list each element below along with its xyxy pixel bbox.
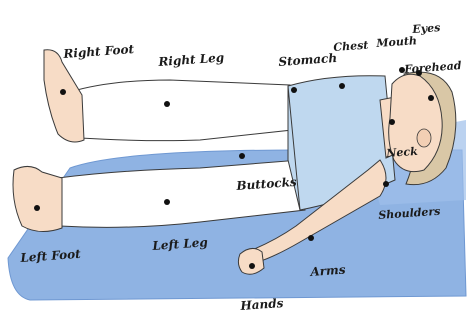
left-foot: [13, 166, 62, 231]
dot-neck: [389, 119, 395, 125]
label-left-leg: Left Leg: [152, 236, 208, 252]
dot-hands: [249, 263, 255, 269]
label-mouth: Mouth: [376, 35, 417, 49]
dot-left-leg: [164, 199, 170, 205]
hand: [238, 248, 264, 274]
dot-forehead: [428, 95, 434, 101]
dot-chest: [339, 83, 345, 89]
dot-shoulders: [383, 181, 389, 187]
dot-stomach: [291, 87, 297, 93]
label-neck: Neck: [386, 146, 418, 159]
label-hands: Hands: [240, 297, 284, 312]
dot-right-leg: [164, 101, 170, 107]
ear: [417, 129, 431, 147]
label-chest: Chest: [333, 40, 369, 53]
label-arms: Arms: [310, 264, 346, 278]
dot-right-foot: [60, 89, 66, 95]
right-foot: [44, 50, 84, 142]
right-leg: [70, 80, 292, 141]
dot-left-foot: [34, 205, 40, 211]
dot-arms: [308, 235, 314, 241]
dot-buttocks: [239, 153, 245, 159]
label-eyes: Eyes: [412, 22, 441, 35]
